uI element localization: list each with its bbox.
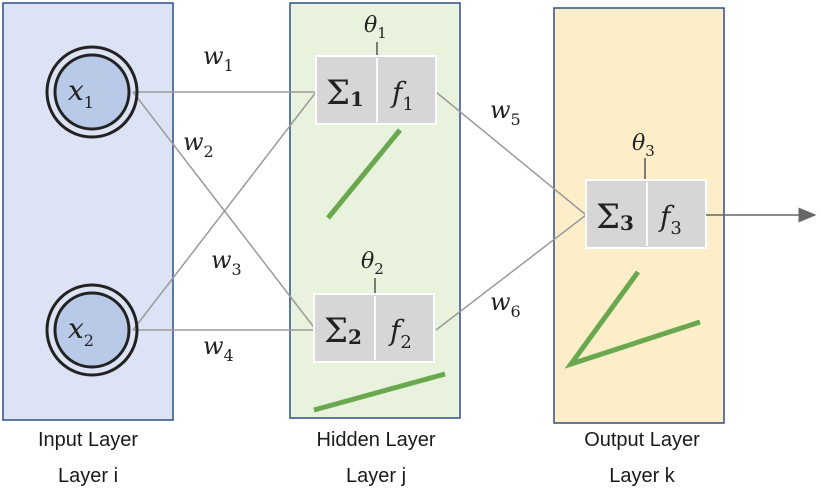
x2-sub: 2 xyxy=(84,331,94,350)
weight-w2: w2 xyxy=(183,128,214,161)
bias-theta1: θ1 xyxy=(364,13,387,42)
sum-3: Σ3 xyxy=(596,197,634,237)
x2-var: x xyxy=(68,312,84,345)
weight-w3: w3 xyxy=(211,246,242,279)
weight-w1: w1 xyxy=(203,42,234,75)
edge-x2-h1 xyxy=(132,91,317,331)
activation-sketches xyxy=(313,128,701,413)
x1-sub: 1 xyxy=(84,93,94,112)
output-relu-sketch xyxy=(564,270,701,369)
output-neuron: θ3 Σ3 f3 xyxy=(585,131,707,249)
weight-w6: w6 xyxy=(490,288,521,321)
hidden-neuron-1: θ1 Σ1 f1 xyxy=(315,13,437,125)
sum-1: Σ1 xyxy=(326,73,364,113)
hidden-2-linear-sketch xyxy=(313,371,446,413)
weight-w4: w4 xyxy=(203,332,234,365)
edge-h2-o xyxy=(435,214,587,331)
edges xyxy=(132,91,587,331)
svg-text:x2: x2 xyxy=(68,312,94,350)
weight-w5: w5 xyxy=(490,96,521,129)
input-layer-subtitle: Layer i xyxy=(58,465,118,487)
svg-text:x1: x1 xyxy=(68,74,94,112)
bias-theta2: θ2 xyxy=(361,249,384,278)
output-layer-subtitle: Layer k xyxy=(609,465,676,487)
hidden-1-linear-sketch xyxy=(326,128,402,220)
bias-theta3: θ3 xyxy=(632,131,655,160)
input-layer-title: Input Layer xyxy=(38,429,138,451)
input-node-x2: x2 xyxy=(45,283,139,377)
hidden-layer-subtitle: Layer j xyxy=(346,465,406,487)
hidden-layer-title: Hidden Layer xyxy=(317,429,436,451)
input-node-x1: x1 xyxy=(45,45,139,139)
sum-2: Σ2 xyxy=(324,311,362,351)
hidden-neuron-2: θ2 Σ2 f2 xyxy=(313,249,435,363)
output-layer-title: Output Layer xyxy=(584,429,700,451)
edge-h1-o xyxy=(435,91,587,216)
x1-var: x xyxy=(68,74,84,107)
